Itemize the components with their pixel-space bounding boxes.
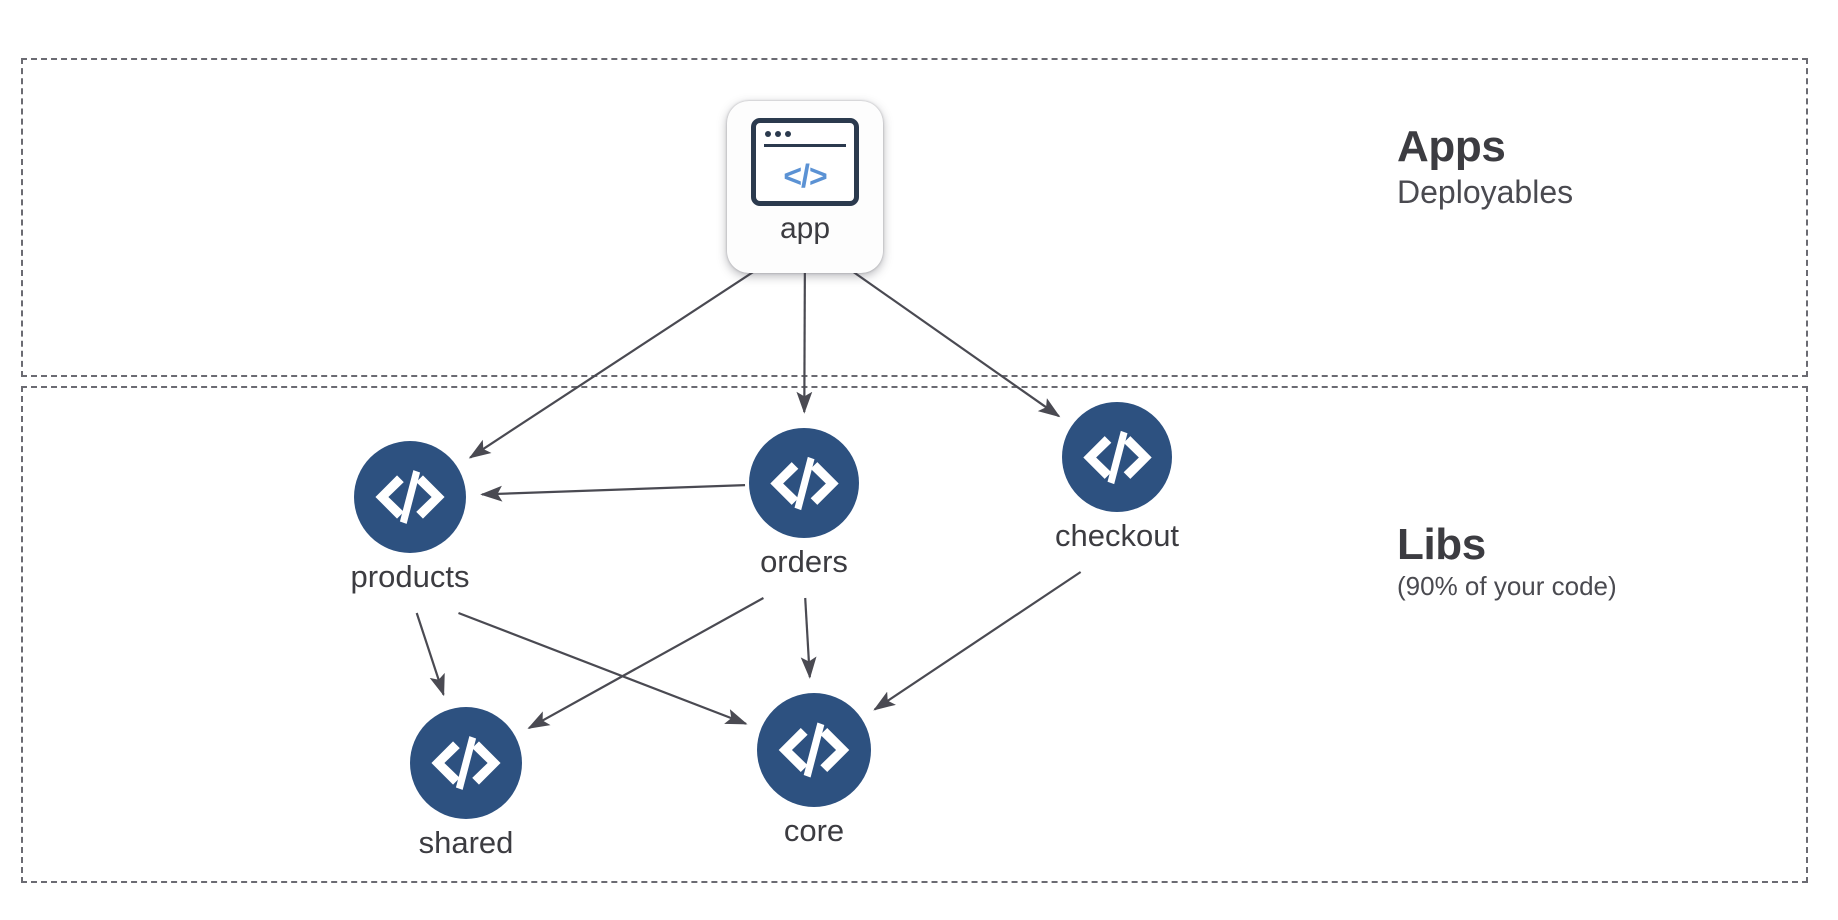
node-core-label: core bbox=[783, 813, 845, 848]
zone-apps bbox=[21, 58, 1808, 377]
lib-circle-shared[interactable] bbox=[410, 707, 522, 819]
node-products[interactable]: products bbox=[351, 441, 469, 594]
node-app-label: app bbox=[779, 212, 831, 245]
node-core[interactable]: core bbox=[757, 693, 871, 848]
lib-circle-orders[interactable] bbox=[749, 428, 859, 538]
zone-libs bbox=[21, 386, 1808, 883]
code-brackets-icon bbox=[375, 470, 445, 524]
zone-libs-subtitle: (90% of your code) bbox=[1397, 571, 1617, 602]
window-dot-3 bbox=[785, 131, 791, 137]
lib-circle-products[interactable] bbox=[354, 441, 466, 553]
zone-apps-title: Apps bbox=[1397, 122, 1506, 171]
lib-circle-checkout[interactable] bbox=[1062, 402, 1172, 512]
node-shared-label: shared bbox=[418, 825, 514, 860]
window-dot-1 bbox=[765, 131, 771, 137]
node-checkout-label: checkout bbox=[1054, 518, 1180, 553]
window-dot-2 bbox=[775, 131, 781, 137]
code-window-icon: </> bbox=[751, 118, 859, 206]
zone-apps-subtitle: Deployables bbox=[1397, 174, 1574, 211]
code-brackets-icon bbox=[431, 736, 501, 790]
window-title-rule bbox=[764, 144, 846, 147]
node-checkout[interactable]: checkout bbox=[1055, 402, 1179, 553]
window-dots bbox=[765, 131, 791, 137]
node-app[interactable]: </> app bbox=[727, 101, 883, 273]
code-brackets-icon bbox=[1082, 430, 1152, 484]
node-orders-label: orders bbox=[760, 544, 848, 579]
code-brackets-icon bbox=[769, 456, 839, 510]
code-brackets-icon bbox=[778, 722, 850, 778]
node-orders[interactable]: orders bbox=[749, 428, 859, 579]
zone-legend-libs: Libs (90% of your code) bbox=[1397, 520, 1617, 602]
code-glyph: </> bbox=[783, 158, 827, 194]
lib-circle-core[interactable] bbox=[757, 693, 871, 807]
zone-libs-title: Libs bbox=[1397, 520, 1486, 569]
zone-legend-apps: Apps Deployables bbox=[1397, 122, 1574, 211]
node-products-label: products bbox=[350, 559, 470, 594]
node-shared[interactable]: shared bbox=[410, 707, 522, 860]
